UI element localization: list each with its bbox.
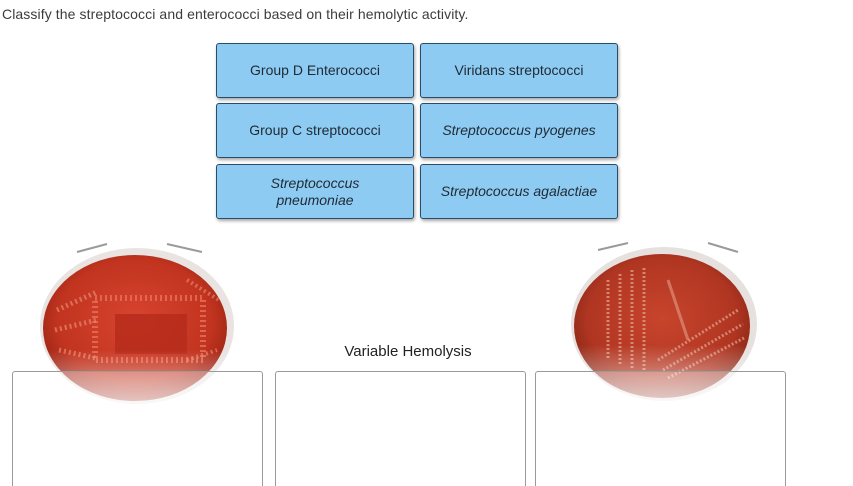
card-label: Streptococcus pyogenes	[442, 122, 596, 138]
card-label: Streptococcus agalactiae	[440, 183, 598, 199]
card-label: Streptococcus pneumoniae	[270, 174, 360, 208]
card-viridans-streptococci[interactable]: Viridans streptococci	[420, 43, 618, 98]
zone-label-variable-hemolysis: Variable Hemolysis	[344, 343, 472, 360]
card-label: Group D Enterococci	[250, 62, 380, 78]
card-streptococcus-pyogenes[interactable]: Streptococcus pyogenes	[420, 103, 618, 158]
card-streptococcus-agalactiae[interactable]: Streptococcus agalactiae	[420, 164, 618, 219]
card-group-d-enterococci[interactable]: Group D Enterococci	[216, 43, 414, 98]
card-streptococcus-pneumoniae[interactable]: Streptococcus pneumoniae	[216, 164, 414, 219]
blood-agar-plate-beta-image	[568, 240, 760, 402]
drop-zone-2[interactable]	[275, 371, 526, 486]
card-label: Group C streptococci	[249, 122, 381, 138]
drop-zone-3[interactable]	[535, 371, 786, 486]
blood-agar-plate-alpha-image	[37, 240, 237, 410]
instruction-text: Classify the streptococci and enterococc…	[2, 6, 469, 22]
card-group-c-streptococci[interactable]: Group C streptococci	[216, 103, 414, 158]
drop-zone-1[interactable]	[12, 371, 263, 486]
card-label: Viridans streptococci	[454, 62, 584, 78]
